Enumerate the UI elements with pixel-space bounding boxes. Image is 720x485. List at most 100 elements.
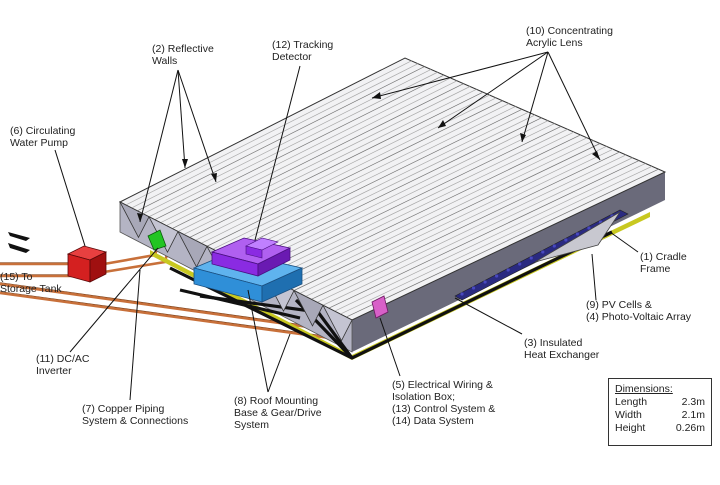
- lens-ridge: [235, 114, 536, 262]
- pv-cell: [471, 286, 476, 290]
- label-electrical: Isolation Box;: [392, 391, 455, 403]
- label-walls: (2) Reflective: [152, 43, 214, 55]
- lens-ridge: [172, 83, 464, 229]
- lens-ridge: [218, 106, 516, 253]
- lens-ridge: [160, 77, 451, 223]
- lens-ridge: [328, 160, 640, 309]
- dimension-row: Length 2.3m: [615, 396, 705, 409]
- lens-ridge: [131, 63, 419, 209]
- arrow-in: [8, 232, 30, 241]
- reflective-wall: [177, 230, 208, 268]
- dc-ac-inverter: [147, 229, 167, 251]
- pv-cell: [564, 238, 568, 242]
- lens-ridge: [346, 168, 659, 318]
- lens-ridge: [270, 131, 575, 280]
- dimension-value: 2.1m: [681, 409, 705, 421]
- label-inverter: Inverter: [36, 365, 72, 377]
- reflective-wall: [322, 304, 353, 342]
- lens-ridge: [230, 111, 529, 259]
- dimension-value: 2.3m: [681, 396, 705, 408]
- dimension-name: Width: [615, 409, 642, 421]
- cradle-frame: [169, 230, 613, 360]
- pv-cell: [518, 262, 522, 266]
- label-detector: Detector: [272, 51, 312, 63]
- lens-ridge: [288, 140, 594, 288]
- lens-ridge: [293, 143, 601, 291]
- lens-ridges: [125, 60, 659, 318]
- label-cradle: (1) Cradle: [640, 251, 687, 263]
- lens-ridge: [247, 120, 549, 268]
- lens-ridge: [322, 157, 633, 306]
- pv-cell: [541, 250, 545, 254]
- label-storage: Storage Tank: [0, 283, 62, 295]
- pv-cell: [575, 232, 579, 236]
- lens-ridge: [212, 103, 510, 250]
- lens-ridge: [259, 126, 562, 274]
- lens-ridge: [183, 89, 477, 235]
- lens-ridge: [177, 86, 471, 232]
- pv-cell: [587, 226, 591, 230]
- panel-right-face: [352, 172, 665, 352]
- collector-panel: [118, 57, 667, 360]
- label-electrical: (13) Control System &: [392, 403, 495, 415]
- lens-ridge: [311, 151, 620, 300]
- label-cradle: Frame: [640, 263, 670, 275]
- circulating-water-pump: [66, 245, 108, 283]
- lens-ridge: [241, 117, 542, 265]
- dimension-row: Width 2.1m: [615, 409, 705, 422]
- label-lens: Acrylic Lens: [526, 37, 583, 49]
- lens-ridge: [166, 80, 458, 226]
- lens-ridge: [299, 146, 607, 294]
- label-lens: (10) Concentrating: [526, 25, 613, 37]
- lens-ridge: [317, 154, 627, 303]
- lens-ridge: [206, 100, 503, 247]
- label-pump: (6) Circulating: [10, 125, 76, 137]
- pv-cell: [483, 280, 487, 284]
- lens-ridge: [276, 134, 581, 282]
- lens-ridge: [264, 128, 568, 277]
- flow-arrows: [8, 232, 30, 253]
- pv-cell: [460, 292, 464, 296]
- tracking-detector: [210, 237, 292, 277]
- dimension-name: Length: [615, 396, 648, 408]
- label-piping: (7) Copper Piping: [82, 403, 164, 415]
- label-inverter: (11) DC/AC: [36, 353, 90, 365]
- label-pv: (9) PV Cells &: [586, 299, 652, 311]
- label-electrical: (5) Electrical Wiring &: [392, 379, 493, 391]
- pv-cell: [552, 244, 556, 248]
- dimensions-title: Dimensions:: [615, 383, 673, 395]
- pv-cell: [529, 256, 533, 260]
- dimension-row: Height 0.26m: [615, 422, 705, 435]
- lens-ridge: [143, 69, 432, 215]
- lens-ridge: [195, 94, 490, 241]
- label-walls: Walls: [152, 55, 177, 67]
- label-heat-exchanger: Heat Exchanger: [524, 349, 600, 361]
- lens-ridge: [224, 108, 523, 256]
- label-pump: Water Pump: [10, 137, 68, 149]
- dimension-value: 0.26m: [675, 422, 705, 434]
- dimensions-box: Dimensions: Length 2.3m Width 2.1m Heigh…: [608, 378, 712, 446]
- label-storage: (15) To: [0, 271, 33, 283]
- dimension-name: Height: [615, 422, 646, 434]
- arrow-out: [8, 243, 30, 253]
- lens-ridge: [154, 74, 445, 221]
- lens-ridge: [189, 91, 484, 238]
- label-mounting: System: [234, 419, 269, 431]
- lens-ridge: [282, 137, 588, 285]
- label-electrical: (14) Data System: [392, 415, 474, 427]
- reflective-wall: [119, 201, 150, 239]
- label-piping: System & Connections: [82, 415, 188, 427]
- label-mounting: Base & Gear/Drive: [234, 407, 322, 419]
- lens-ridge: [305, 148, 614, 297]
- lens-ridge: [334, 163, 646, 312]
- label-pv: (4) Photo-Voltaic Array: [586, 311, 692, 323]
- pv-array-wedge: [534, 211, 621, 263]
- leader-arrowheads: [137, 92, 600, 222]
- label-mounting: (8) Roof Mounting: [234, 395, 318, 407]
- label-detector: (12) Tracking: [272, 39, 333, 51]
- lens-ridge: [148, 71, 438, 218]
- lens-ridge: [125, 60, 412, 206]
- isolation-box: [371, 295, 389, 319]
